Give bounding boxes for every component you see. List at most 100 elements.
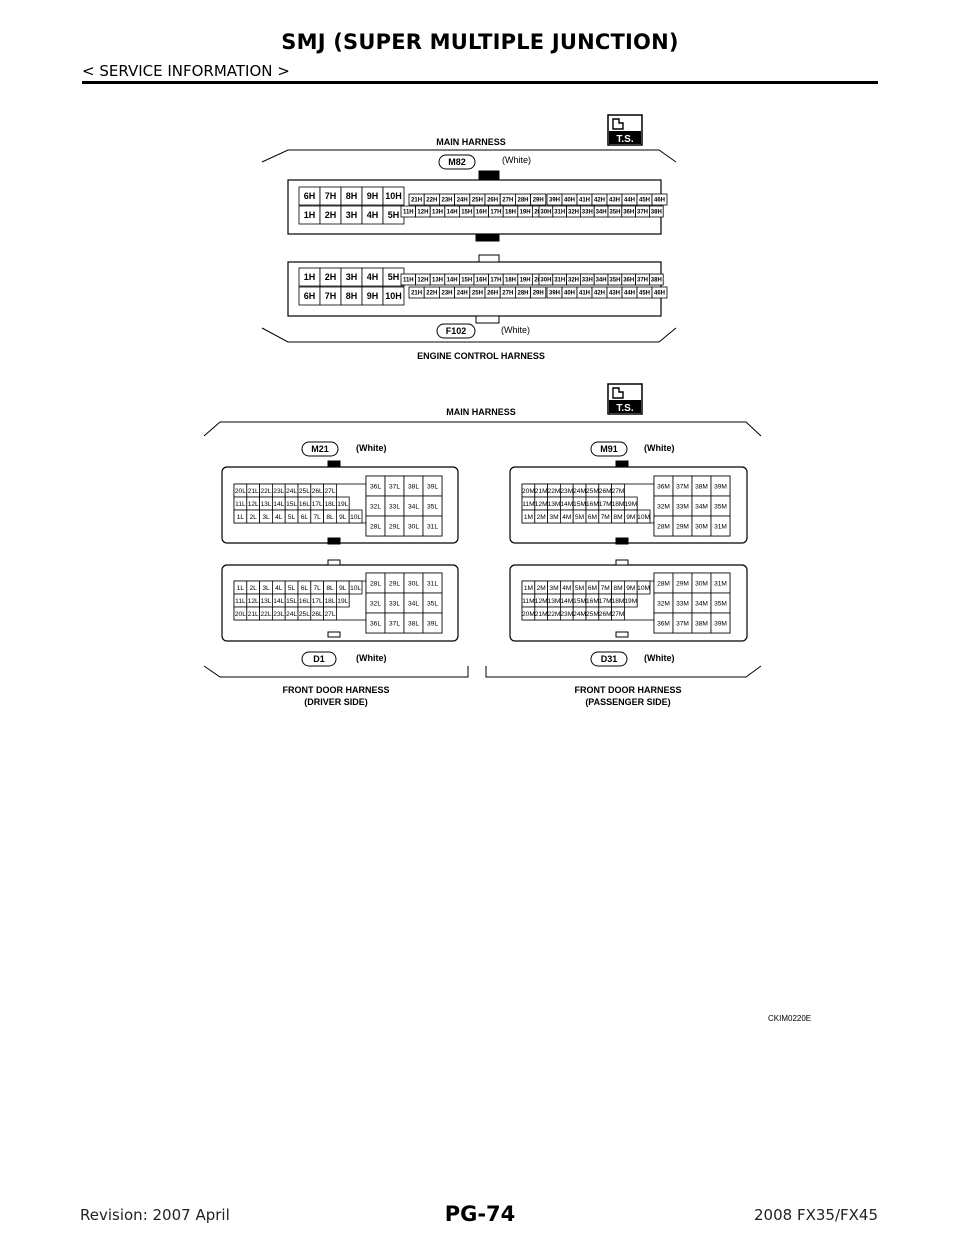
terminal-label: 19M <box>624 598 637 605</box>
terminal-label: 10H <box>385 291 402 301</box>
terminal-cell: 24L <box>284 483 299 498</box>
terminal-cell: 7L <box>310 509 324 524</box>
terminal-label: 26M <box>599 488 612 495</box>
terminal-label: 12L <box>248 598 259 605</box>
terminal-cell: 15M <box>572 593 587 608</box>
terminal-cell: 19M <box>624 496 638 511</box>
terminal-cell: 1L <box>233 580 248 595</box>
terminal-cell: 35M <box>710 495 731 517</box>
terminal-label: 1L <box>237 514 245 521</box>
terminal-cell: 22H <box>423 193 440 206</box>
figure-code: CKIM0220E <box>768 1014 812 1023</box>
terminal-cell: 32M <box>653 592 674 614</box>
terminal-cell: 17H <box>488 205 504 218</box>
terminal-label: 42H <box>594 291 605 297</box>
terminal-label: 23H <box>441 291 452 297</box>
terminal-cell: 35H <box>607 205 623 218</box>
terminal-label: 27L <box>324 611 335 618</box>
terminal-label: 21H <box>411 291 422 297</box>
terminal-cell: 27M <box>611 606 625 621</box>
terminal-cell: 8L <box>323 580 337 595</box>
terminal-label: 5M <box>575 514 584 521</box>
terminal-cell: 6M <box>585 509 600 524</box>
terminal-label: 44H <box>624 198 635 204</box>
terminal-label: 1L <box>237 585 245 592</box>
terminal-cell: 36M <box>653 612 674 634</box>
terminal-cell: 37H <box>635 273 650 286</box>
terminal-label: 4M <box>562 514 571 521</box>
terminal-cell: 21M <box>534 606 548 621</box>
terminal-cell: 9H <box>361 186 384 206</box>
terminal-label: 3H <box>346 210 358 220</box>
terminal-cell: 39H <box>546 286 563 299</box>
terminal-label: 34M <box>695 503 708 510</box>
terminal-label: 4L <box>275 514 283 521</box>
terminal-label: 2L <box>250 585 258 592</box>
terminal-label: 21L <box>248 488 259 495</box>
terminal-cell: 10L <box>348 580 363 595</box>
terminal-label: 22H <box>426 291 437 297</box>
terminal-cell: 37L <box>384 612 405 634</box>
terminal-label: 7H <box>325 191 337 201</box>
terminal-cell: 26M <box>598 483 612 498</box>
terminal-cell: 26H <box>484 286 501 299</box>
terminal-cell: 27H <box>499 286 516 299</box>
terminal-label: 27M <box>612 611 625 618</box>
terminal-cell: 3M <box>547 580 561 595</box>
terminal-label: 33L <box>389 503 400 510</box>
terminal-cell: 23M <box>560 606 574 621</box>
terminal-label: 37M <box>676 620 689 627</box>
terminal-label: 2H <box>325 272 337 282</box>
terminal-label: 6H <box>304 291 316 301</box>
terminal-cell: 43H <box>606 193 623 206</box>
connector-color: (White) <box>502 155 531 165</box>
terminal-label: 46H <box>654 291 665 297</box>
terminal-label: 32H <box>568 278 579 284</box>
terminal-label: 25L <box>299 611 310 618</box>
terminal-label: 9M <box>626 585 635 592</box>
terminal-label: 31L <box>427 580 438 587</box>
connector-color: (White) <box>501 325 530 335</box>
terminal-cell: 39L <box>422 475 443 497</box>
terminal-label: 15M <box>573 501 586 508</box>
terminal-label: 26M <box>599 611 612 618</box>
terminal-label: 35H <box>609 210 620 216</box>
terminal-cell: 22H <box>423 286 440 299</box>
terminal-cell: 18M <box>611 496 625 511</box>
terminal-label: 36H <box>623 278 634 284</box>
terminal-label: 8H <box>346 191 358 201</box>
terminal-label: 7M <box>601 514 610 521</box>
terminal-label: 13L <box>260 501 271 508</box>
terminal-cell: 30M <box>691 515 712 537</box>
terminal-label: 37L <box>389 483 400 490</box>
terminal-label: 6M <box>588 514 597 521</box>
terminal-cell: 11L <box>233 593 248 608</box>
terminal-label: 22L <box>260 488 271 495</box>
terminal-cell: 33H <box>580 205 595 218</box>
terminal-label: 11M <box>522 501 534 508</box>
terminal-label: 34L <box>408 600 419 607</box>
terminal-label: 29M <box>676 580 689 587</box>
terminal-label: 37L <box>389 620 400 627</box>
terminal-label: 20M <box>522 488 535 495</box>
terminal-label: 15M <box>573 598 586 605</box>
harness-label: (PASSENGER SIDE) <box>585 697 670 707</box>
harness-label: FRONT DOOR HARNESS <box>282 685 389 695</box>
terminal-label: 3H <box>346 272 358 282</box>
terminal-cell: 29L <box>384 515 405 537</box>
terminal-label: 20L <box>235 611 246 618</box>
terminal-label: 33L <box>389 600 400 607</box>
terminal-cell: 11H <box>400 273 417 286</box>
terminal-cell: 40H <box>561 286 578 299</box>
terminal-label: 6L <box>301 514 309 521</box>
terminal-cell: 29L <box>384 572 405 594</box>
terminal-label: 7H <box>325 291 337 301</box>
terminal-label: 22M <box>548 488 561 495</box>
terminal-label: 38H <box>651 278 662 284</box>
terminal-cell: 21H <box>408 193 425 206</box>
terminal-label: 15H <box>461 278 472 284</box>
terminal-cell: 9M <box>624 509 638 524</box>
terminal-cell: 6H <box>298 186 321 206</box>
terminal-cell: 46H <box>651 193 668 206</box>
terminal-label: 30M <box>695 580 708 587</box>
